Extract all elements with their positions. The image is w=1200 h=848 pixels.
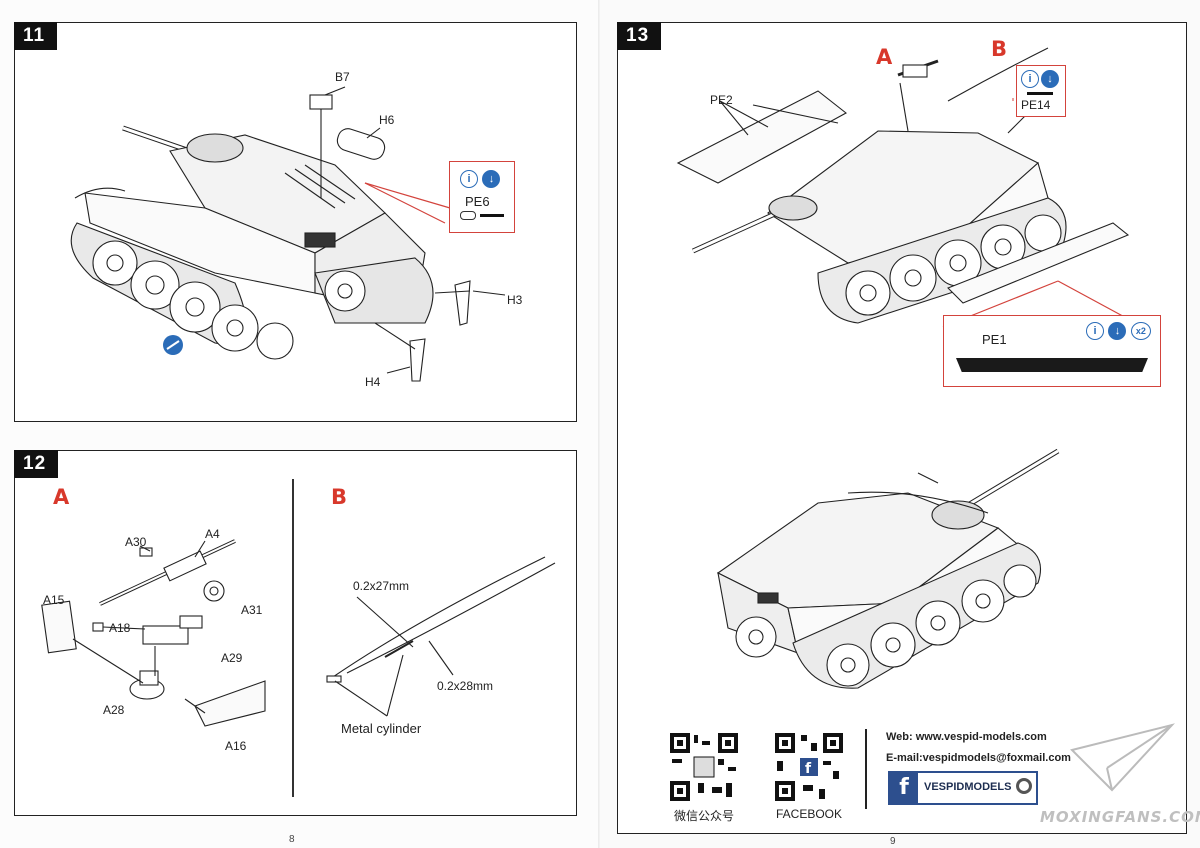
pe1-part-shape bbox=[956, 358, 1148, 372]
callout-pe1: PE1 i ↓ x2 bbox=[943, 315, 1161, 387]
step-11-panel: 11 bbox=[14, 22, 577, 422]
step-number: 13 bbox=[617, 22, 662, 50]
label-wire-28mm: 0.2x28mm bbox=[437, 679, 494, 693]
facebook-icon: f bbox=[890, 773, 918, 803]
search-icon bbox=[1016, 778, 1032, 794]
pe6-part-shape bbox=[480, 214, 504, 217]
info-icon: i bbox=[1021, 70, 1039, 88]
download-icon: ↓ bbox=[482, 170, 501, 188]
info-icon: i bbox=[460, 170, 478, 188]
subassembly-a-letter: A bbox=[876, 45, 893, 69]
page-number-right: 9 bbox=[890, 836, 896, 847]
callout-pe14: i↓ PE14 bbox=[1016, 65, 1066, 117]
label-a28: A28 bbox=[103, 703, 125, 717]
info-icon: i bbox=[1086, 322, 1104, 340]
wechat-caption: 微信公众号 bbox=[673, 809, 734, 823]
callout-pe6-label: PE6 bbox=[465, 194, 490, 209]
antenna-drawing bbox=[326, 556, 556, 717]
label-a31: A31 bbox=[241, 603, 263, 617]
svg-text:f: f bbox=[805, 761, 812, 777]
paper-plane-icon bbox=[1070, 723, 1176, 792]
tank-drawing-step11 bbox=[70, 86, 506, 382]
page-number-left: 8 bbox=[289, 834, 295, 845]
section-a-letter: A bbox=[53, 485, 70, 509]
tank-drawing-step13-exploded bbox=[676, 47, 1144, 328]
facebook-badge[interactable]: f VESPIDMODELS bbox=[888, 771, 1038, 805]
download-icon: ↓ bbox=[1041, 70, 1059, 88]
section-b-letter: B bbox=[331, 485, 348, 509]
label-a29: A29 bbox=[221, 651, 243, 665]
label-a15: A15 bbox=[43, 593, 65, 607]
footer-divider bbox=[865, 729, 867, 809]
label-h6: H6 bbox=[379, 113, 395, 127]
step-number: 11 bbox=[14, 22, 58, 50]
email-text[interactable]: E-mail:vespidmodels@foxmail.com bbox=[886, 752, 1071, 764]
callout-pe14-label: PE14 bbox=[1021, 98, 1051, 112]
mg-assembly-drawing bbox=[41, 539, 266, 727]
label-wire-27mm: 0.2x27mm bbox=[353, 579, 410, 593]
label-a4: A4 bbox=[205, 527, 220, 541]
label-a16: A16 bbox=[225, 739, 247, 753]
left-page: 11 bbox=[14, 22, 577, 845]
step-12-panel: 12 A B bbox=[14, 450, 577, 816]
download-icon: ↓ bbox=[1108, 322, 1127, 340]
callout-pe1-label: PE1 bbox=[982, 332, 1007, 347]
step-13-panel: 13 A B bbox=[617, 22, 1187, 834]
label-b7: B7 bbox=[335, 70, 350, 84]
facebook-qr-code: f bbox=[773, 731, 845, 803]
subassembly-b-letter: B bbox=[991, 37, 1008, 61]
tank-drawing-step13-assembled bbox=[716, 448, 1060, 689]
label-a30: A30 bbox=[125, 535, 147, 549]
label-metal-cylinder: Metal cylinder bbox=[341, 721, 422, 736]
watermark-text: MOXINGFANS.COM bbox=[1040, 808, 1200, 826]
callout-pe6: i ↓ PE6 bbox=[449, 161, 515, 233]
label-h4: H4 bbox=[365, 375, 381, 389]
facebook-badge-label: VESPIDMODELS bbox=[924, 781, 1012, 793]
website-text[interactable]: Web: www.vespid-models.com bbox=[886, 731, 1047, 743]
facebook-caption: FACEBOOK bbox=[775, 807, 843, 821]
right-page: 13 A B bbox=[600, 0, 1200, 848]
label-a18: A18 bbox=[109, 621, 131, 635]
label-pe2: PE2 bbox=[710, 93, 733, 107]
wechat-qr-code bbox=[668, 731, 740, 803]
pe14-part-shape bbox=[1027, 92, 1053, 95]
label-h3: H3 bbox=[507, 293, 523, 307]
quantity-x2-icon: x2 bbox=[1130, 322, 1151, 340]
pe6-part-outline bbox=[460, 211, 476, 220]
section-divider bbox=[292, 479, 294, 797]
step-number: 12 bbox=[14, 450, 59, 478]
